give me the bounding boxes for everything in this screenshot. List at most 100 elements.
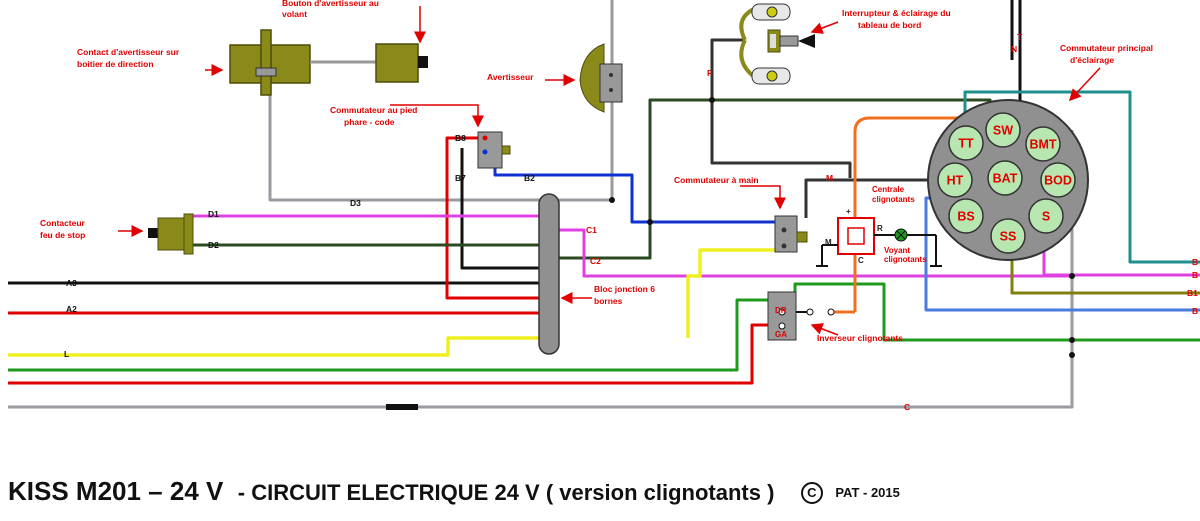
label-centrale-2: clignotants	[872, 195, 915, 204]
copyright-icon: C	[800, 482, 823, 504]
wire-green-right	[793, 282, 1200, 342]
switch-pin-label: BS	[957, 210, 974, 224]
wire-green-dr	[8, 298, 772, 372]
switch-pin-s: S	[1028, 198, 1064, 234]
label-a2: A2	[66, 304, 77, 314]
label-d1: D1	[208, 209, 219, 219]
switch-pin-label: SS	[1000, 230, 1017, 244]
wire-red-ga	[8, 323, 772, 385]
switch-pin-circle	[985, 112, 1021, 148]
label-inverseur: Inverseur clignotants	[817, 333, 903, 343]
wire-f	[710, 38, 852, 178]
wire-b7	[460, 148, 548, 270]
switch-pin-circle	[1040, 162, 1076, 198]
label-t: T	[1017, 32, 1023, 42]
switch-pin-sw: SW	[985, 112, 1021, 148]
horn-contact-component	[229, 29, 428, 96]
label-commutateur-pied-1: Commutateur au pied	[330, 105, 417, 115]
label-plus: +	[846, 207, 851, 216]
label-bloc-jonction-2: bornes	[594, 296, 623, 306]
wire-harness	[8, 0, 1200, 409]
switch-pin-label: SW	[993, 124, 1013, 138]
stop-switch-component	[148, 213, 194, 255]
switch-pin-label: S	[1042, 210, 1050, 224]
label-c-centrale: C	[858, 256, 864, 265]
label-c2: C2	[590, 256, 601, 266]
label-m-left: M	[825, 238, 832, 247]
label-d2: D2	[208, 240, 219, 250]
horn-component	[579, 43, 623, 113]
wire-b2	[484, 146, 775, 224]
dash-switch-component	[739, 3, 815, 85]
label-d3: D3	[350, 198, 361, 208]
label-voyant-2: clignotants	[884, 255, 927, 264]
switch-pin-circle	[948, 125, 984, 161]
switch-pin-circle	[987, 160, 1023, 196]
wire-yellow	[686, 248, 786, 338]
label-l: L	[64, 349, 69, 359]
label-n: N	[1011, 44, 1017, 54]
label-interrupteur-2: tableau de bord	[858, 20, 921, 30]
footer-author: PAT - 2015	[835, 485, 900, 500]
switch-pin-circle	[990, 218, 1026, 254]
label-bouton-avertisseur-2: volant	[282, 9, 307, 19]
label-right-1: B	[1192, 257, 1198, 267]
footer-subtitle: - CIRCUIT ELECTRIQUE 24 V ( version clig…	[237, 480, 775, 505]
foot-switch-component	[477, 131, 511, 169]
wire-olive	[1010, 258, 1200, 295]
label-interrupteur-1: Interrupteur & éclairage du	[842, 8, 951, 18]
wire-b8	[445, 136, 548, 300]
switch-pin-bmt: BMT	[1025, 126, 1061, 162]
switch-pin-circle	[937, 162, 973, 198]
switch-pin-label: TT	[958, 137, 974, 151]
label-m-top: M	[826, 173, 833, 183]
turn-switch-component	[767, 291, 835, 341]
wire-d3	[268, 90, 548, 202]
ground-bar	[386, 404, 418, 410]
label-right-2: B	[1192, 270, 1198, 280]
label-b7: B7	[455, 173, 466, 183]
label-right-4: B	[1192, 306, 1198, 316]
footer: KISS M201 – 24 V - CIRCUIT ELECTRIQUE 24…	[8, 476, 1188, 510]
label-a3: A3	[66, 278, 77, 288]
label-bouton-avertisseur-1: Bouton d'avertisseur au	[282, 0, 379, 8]
label-contacteur-stop-2: feu de stop	[40, 230, 85, 240]
label-avertisseur: Avertisseur	[487, 72, 534, 82]
indicator-lamp-component	[894, 228, 942, 267]
switch-pin-label: BAT	[993, 172, 1018, 186]
label-b8: B8	[455, 133, 466, 143]
label-c1: C1	[586, 225, 597, 235]
label-bloc-jonction-1: Bloc jonction 6	[594, 284, 655, 294]
label-right-3: B1	[1187, 288, 1198, 298]
label-contact-avertisseur-1: Contact d'avertisseur sur	[77, 47, 180, 57]
hand-switch-component	[774, 215, 808, 253]
footer-title: KISS M201 – 24 V	[8, 476, 224, 506]
switch-pin-ht: HT	[937, 162, 973, 198]
wire-teal	[963, 90, 1200, 264]
switch-pin-bat: BAT	[987, 160, 1023, 196]
label-centrale-1: Centrale	[872, 185, 905, 194]
label-commutateur-principal-1: Commutateur principal	[1060, 43, 1153, 53]
label-voyant-1: Voyant	[884, 246, 910, 255]
wire-orange	[853, 116, 1000, 312]
switch-pin-circle	[1025, 126, 1061, 162]
label-commutateur-main: Commutateur à main	[674, 175, 759, 185]
wire-l	[8, 336, 548, 357]
label-commutateur-principal-2: d'éclairage	[1070, 55, 1114, 65]
wire-m	[804, 178, 940, 218]
label-ga: GA	[775, 330, 787, 339]
switch-pin-bod: BOD	[1040, 162, 1076, 198]
label-b2: B2	[524, 173, 535, 183]
switch-pin-label: BMT	[1029, 138, 1056, 152]
switch-pin-circle	[1028, 198, 1064, 234]
junction-block-component	[538, 193, 560, 355]
label-c-bottom: C	[904, 402, 910, 412]
label-contact-avertisseur-2: boitier de direction	[77, 59, 154, 69]
wire-labels: D3 D1 D2 B8 B7 B2 C1 C2 A3 A2 L M M R + …	[64, 32, 1198, 412]
pointer-arrows	[118, 6, 1101, 336]
switch-pin-label: HT	[947, 174, 964, 188]
switch-pin-bs: BS	[948, 198, 984, 234]
switch-pin-circle	[948, 198, 984, 234]
switch-pin-tt: TT	[948, 125, 984, 161]
